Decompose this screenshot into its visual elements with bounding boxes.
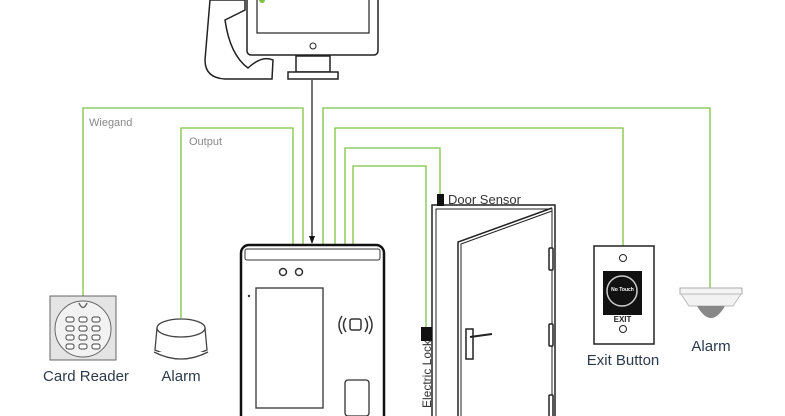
wiegand-label: Wiegand [89, 117, 133, 129]
door-sensor-wire [344, 147, 441, 244]
exit-button-wire [334, 127, 624, 246]
output-wire [180, 127, 294, 318]
electric-lock-wire [352, 165, 427, 327]
access-control-terminal [239, 243, 386, 416]
exit-button-label: Exit Button [586, 352, 660, 369]
alarm-right-device [679, 287, 743, 318]
alarm-left-device [153, 318, 209, 360]
no-touch-text: No Touch [611, 287, 634, 293]
logo-icon [259, 0, 265, 3]
card-reader-label: Card Reader [43, 368, 129, 385]
alarm-left-label: Alarm [161, 368, 201, 385]
output-label: Output [189, 136, 223, 148]
door [431, 204, 556, 416]
door-sensor-label: Door Sensor [448, 192, 521, 207]
alarm-right-label: Alarm [691, 338, 731, 355]
fingerprint-sensor [344, 379, 370, 416]
rfid-icon [338, 315, 373, 335]
exit-button-device [593, 245, 655, 345]
wiegand-wire [82, 107, 304, 296]
exit-text: EXIT [613, 315, 632, 324]
electric-lock-label: Electric Lock [420, 339, 434, 408]
pc-workstation [204, 0, 379, 80]
alarm-wire [322, 107, 711, 288]
electric-lock-block [421, 327, 432, 341]
door-sensor-block [437, 194, 444, 206]
